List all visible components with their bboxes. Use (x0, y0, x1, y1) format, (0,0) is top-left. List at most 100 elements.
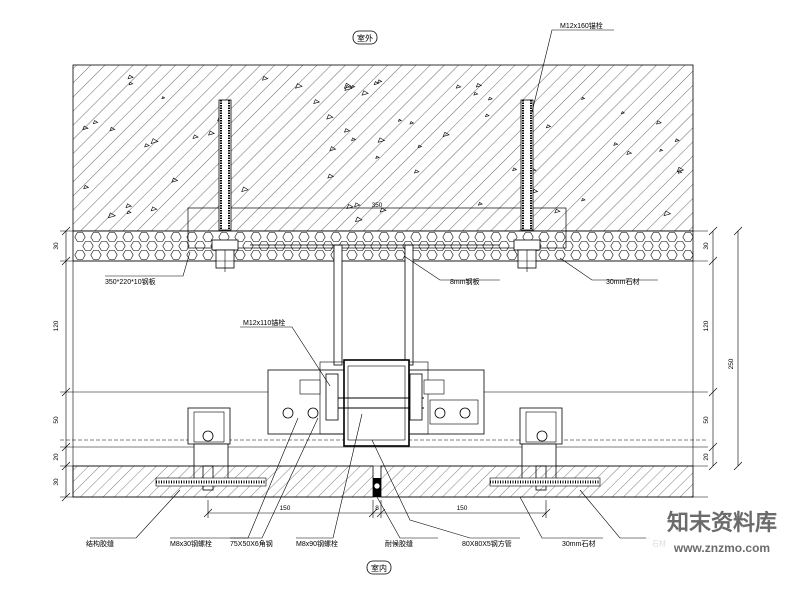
dim-bottom-mid: 8 (375, 505, 379, 512)
aggregate-mark (373, 81, 380, 86)
honeycomb-cell (266, 250, 278, 260)
honeycomb-cell (650, 232, 662, 242)
honeycomb-cell (554, 232, 566, 242)
svg-text:室内: 室内 (371, 563, 387, 573)
aggregate-mark (107, 212, 116, 219)
honeycomb-cell (642, 241, 654, 251)
honeycomb-cell (618, 232, 630, 242)
honeycomb-cell (106, 250, 118, 260)
aggregate-mark (674, 138, 680, 143)
aggregate-mark (375, 155, 380, 159)
honeycomb-cell (346, 232, 358, 242)
leader-lines (90, 29, 658, 539)
aggregate-mark (379, 207, 387, 213)
honeycomb-cell (610, 241, 622, 251)
dim-right-total: 250 (728, 358, 735, 369)
honeycomb-cell (586, 250, 598, 260)
honeycomb-cell (602, 232, 614, 242)
anchor-bolt-right (513, 99, 541, 272)
honeycomb-cell (250, 232, 262, 242)
honeycomb-cell (602, 250, 614, 260)
aggregate-mark (532, 188, 539, 194)
aggregate-mark (241, 186, 249, 193)
honeycomb-cell (490, 232, 502, 242)
honeycomb-cell (282, 232, 294, 242)
label-left-note: 结构胶缝 (86, 539, 114, 548)
honeycomb-cell (250, 250, 262, 260)
dim-left-1: 120 (53, 320, 60, 331)
dim-bottom-right: 150 (457, 505, 468, 512)
aggregate-mark (125, 203, 133, 209)
honeycomb-cell (506, 250, 518, 260)
aggregate-mark (377, 79, 383, 84)
honeycomb-cell (274, 241, 286, 251)
honeycomb-cell (426, 232, 438, 242)
honeycomb-cell (266, 232, 278, 242)
aggregate-mark (554, 208, 561, 214)
honeycomb-cell (122, 232, 134, 242)
honeycomb-cell (74, 232, 86, 242)
honeycomb-cell (434, 241, 446, 251)
dim-left-3: 20 (53, 453, 60, 461)
honeycomb-cell (362, 232, 374, 242)
concrete-wall (72, 64, 694, 232)
honeycomb-cell (314, 250, 326, 260)
honeycomb-cell (562, 241, 574, 251)
dim-plate-width: 350 (372, 202, 383, 209)
honeycomb-cell (90, 232, 102, 242)
label-tube: 80X80X5钢方管 (462, 539, 512, 548)
dim-left-4: 30 (53, 478, 60, 486)
honeycomb-cell (626, 241, 638, 251)
honeycomb-cell (666, 250, 678, 260)
right-dimension (708, 226, 743, 471)
honeycomb-cell (154, 232, 166, 242)
honeycomb-cell (146, 241, 158, 251)
honeycomb-cell (586, 232, 598, 242)
honeycomb-cell (298, 250, 310, 260)
honeycomb-cell (378, 250, 390, 260)
honeycomb-cell (98, 241, 110, 251)
aggregate-mark (354, 216, 363, 223)
aggregate-mark (208, 130, 215, 136)
honeycomb-cell (666, 232, 678, 242)
aggregate-mark (351, 137, 357, 142)
aggregate-mark (351, 85, 356, 89)
aggregate-mark (487, 96, 493, 101)
square-tube-bracket (267, 359, 485, 447)
honeycomb-cell (466, 241, 478, 251)
insulation-band (72, 230, 694, 262)
honeycomb-cell (122, 250, 134, 260)
honeycomb-cell (194, 241, 206, 251)
honeycomb-cell (202, 232, 214, 242)
label-board-bottom: 30mm石材 (562, 539, 595, 548)
honeycomb-cell (482, 241, 494, 251)
honeycomb-cell (314, 232, 326, 242)
dim-right-2: 50 (703, 416, 710, 424)
honeycomb-cell (354, 241, 366, 251)
label-anchor-top: M12x160锚栓 (560, 21, 603, 30)
aggregate-mark (109, 126, 116, 132)
aggregate-mark (327, 173, 335, 179)
honeycomb-cell (578, 241, 590, 251)
label-sealant: 耐候胶缝 (385, 539, 413, 548)
aggregate-mark (144, 143, 150, 148)
honeycomb-cell (410, 232, 422, 242)
aggregate-mark (677, 170, 683, 174)
aggregate-mark (127, 74, 134, 80)
honeycomb-cell (618, 250, 630, 260)
aggregate-mark (663, 210, 672, 217)
hanger-plates (250, 244, 500, 366)
aggregate-mark (92, 120, 99, 125)
svg-text:知末资料库: 知末资料库 (667, 510, 777, 536)
honeycomb-cell (346, 250, 358, 260)
label-plate: 350*220*10钢板 (105, 277, 156, 286)
aggregate-mark (361, 90, 369, 96)
honeycomb-cell (458, 232, 470, 242)
honeycomb-cell (650, 250, 662, 260)
dim-right-0: 30 (703, 242, 710, 250)
honeycomb-cell (82, 241, 94, 251)
aggregate-mark (581, 198, 586, 202)
svg-text:室外: 室外 (357, 33, 373, 43)
honeycomb-cell (186, 232, 198, 242)
aggregate-mark (326, 114, 334, 120)
